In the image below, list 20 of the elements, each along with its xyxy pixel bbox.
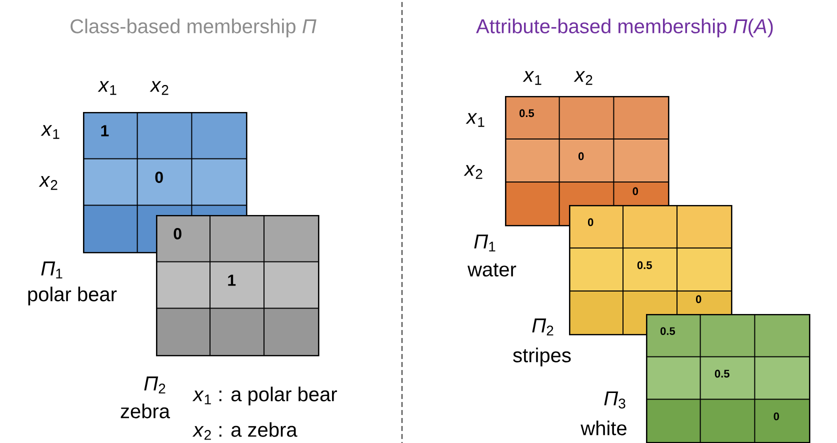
row-header: x$_{1}$ bbox=[466, 113, 484, 127]
panel-title: Attribute-based membership Π(A) bbox=[476, 18, 773, 38]
panel-title: Class-based membership Π bbox=[70, 18, 316, 38]
legend-note: x$_{2}$ : a zebra bbox=[192, 422, 298, 440]
matrix-label: zebra bbox=[120, 404, 170, 418]
matrix-label: Π$_{2}$ bbox=[532, 318, 554, 336]
row-header: x$_{2}$ bbox=[38, 176, 58, 190]
matrix: 0 1 bbox=[156, 214, 320, 356]
matrix-label: Π$_{3}$ bbox=[604, 392, 626, 408]
matrix-label: Π$_{1}$ bbox=[474, 234, 496, 252]
matrix: 0.5 0.5 0 bbox=[646, 314, 810, 443]
matrix-label: Π$_{2}$ bbox=[144, 376, 166, 394]
matrix-label: polar bear bbox=[28, 286, 117, 306]
row-header: x$_{1}$ bbox=[40, 125, 60, 139]
matrix-label: water bbox=[468, 263, 516, 277]
matrix-label: stripes bbox=[513, 348, 571, 366]
matrix-label: white bbox=[580, 420, 626, 436]
legend-note: x$_{1}$ : a polar bear bbox=[192, 386, 337, 406]
matrix-label: Π$_{1}$ bbox=[41, 262, 62, 278]
row-header: x$_{2}$ bbox=[464, 165, 482, 179]
